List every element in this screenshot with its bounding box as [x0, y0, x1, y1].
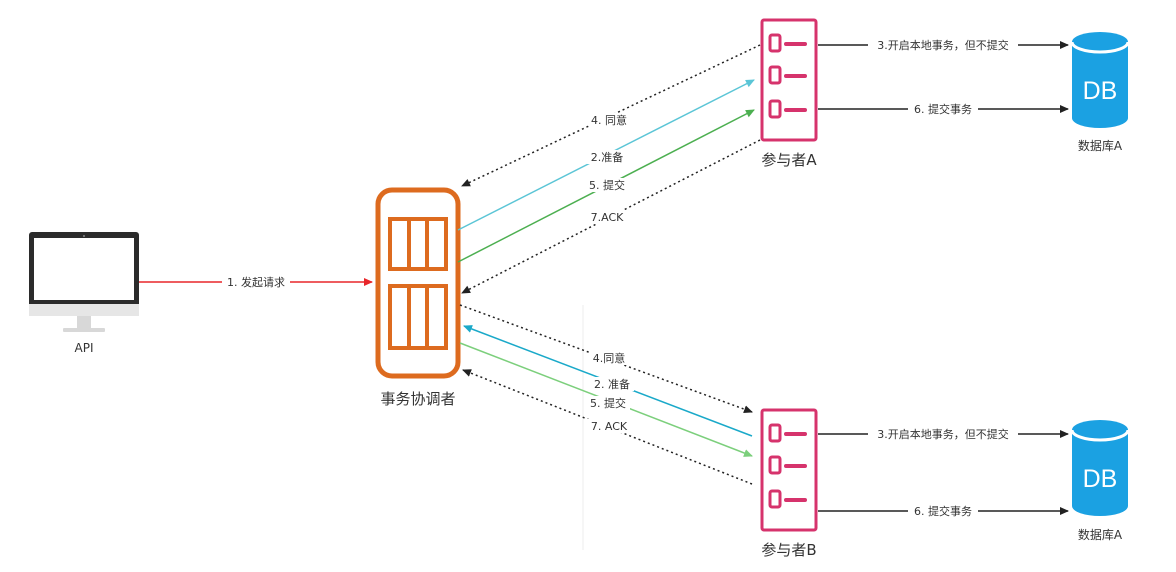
database-b-icon: DB [1070, 420, 1130, 516]
svg-text:5. 提交: 5. 提交 [589, 178, 625, 192]
edge-label-b-commit-tx: 6. 提交事务 [908, 504, 978, 518]
coordinator-icon [375, 187, 461, 379]
edge-label-request: 1. 发起请求 [222, 275, 290, 289]
coordinator-label: 事务协调者 [380, 390, 455, 408]
svg-text:6. 提交事务: 6. 提交事务 [914, 102, 972, 116]
api-monitor-icon [29, 232, 139, 332]
db-b-text: DB [1083, 465, 1118, 493]
svg-text:6. 提交事务: 6. 提交事务 [914, 504, 972, 518]
svg-text:2.准备: 2.准备 [591, 150, 624, 164]
db-a-text: DB [1083, 77, 1118, 105]
edge-label-a-ack: 7.ACK [586, 210, 628, 224]
edge-label-a-prepare: 2.准备 [587, 150, 627, 164]
svg-text:5. 提交: 5. 提交 [590, 396, 626, 410]
database-a-label: 数据库A [1078, 138, 1123, 153]
edge-label-a-local-tx: 3.开启本地事务，但不提交 [868, 38, 1018, 52]
edge-label-b-local-tx: 3.开启本地事务，但不提交 [868, 427, 1018, 441]
database-b-label: 数据库A [1078, 527, 1123, 542]
svg-text:2. 准备: 2. 准备 [594, 377, 630, 391]
edge-label-b-commit: 5. 提交 [586, 396, 630, 410]
svg-text:4.同意: 4.同意 [593, 351, 626, 365]
svg-text:7. ACK: 7. ACK [591, 420, 628, 433]
edge-label-a-agree: 4. 同意 [589, 113, 629, 127]
svg-text:1. 发起请求: 1. 发起请求 [227, 275, 285, 289]
api-label: API [75, 341, 94, 355]
edge-label-b-ack: 7. ACK [586, 419, 632, 433]
svg-text:4. 同意: 4. 同意 [591, 113, 627, 127]
edge-a-ack [461, 139, 761, 294]
svg-text:3.开启本地事务，但不提交: 3.开启本地事务，但不提交 [877, 427, 1009, 441]
edge-label-b-prepare: 2. 准备 [590, 377, 634, 391]
participant-a-icon [760, 18, 818, 142]
svg-text:3.开启本地事务，但不提交: 3.开启本地事务，但不提交 [877, 38, 1009, 52]
edge-label-b-agree: 4.同意 [589, 351, 629, 365]
svg-text:7.ACK: 7.ACK [591, 211, 625, 224]
edge-label-a-commit-tx: 6. 提交事务 [908, 102, 978, 116]
database-a-icon: DB [1070, 32, 1130, 128]
participant-b-icon [760, 408, 818, 532]
participant-a-label: 参与者A [761, 151, 817, 169]
participant-b-label: 参与者B [761, 541, 816, 559]
edge-label-a-commit: 5. 提交 [585, 178, 629, 192]
